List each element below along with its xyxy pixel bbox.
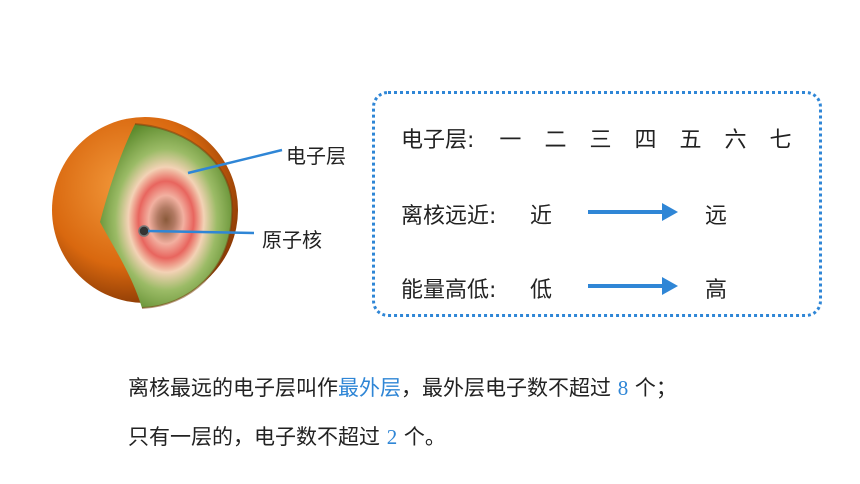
shell-label: 电子层 [286, 144, 346, 168]
text-line-1: 离核最远的电子层叫作最外层，最外层电子数不超过 8 个； [128, 372, 677, 402]
highlight-outermost: 最外层 [338, 376, 401, 400]
distance-arrow [588, 203, 678, 221]
nucleus-pointer-line [147, 229, 255, 235]
text-1c: 个； [634, 376, 677, 400]
shell-3: 三 [589, 128, 612, 153]
distance-row-label: 离核远近: [401, 204, 497, 229]
energy-arrow [588, 277, 678, 295]
shell-list: 一 二 三 四 五 六 七 [499, 128, 807, 153]
shell-7: 七 [769, 128, 792, 153]
energy-row-label: 能量高低: [401, 278, 497, 303]
shell-4: 四 [634, 128, 657, 153]
text-1a: 离核最远的电子层叫作 [128, 376, 338, 400]
energy-high: 高 [705, 278, 728, 303]
max-single-number: 2 [386, 425, 398, 449]
distance-far: 远 [705, 204, 728, 229]
atom-diagram [52, 117, 283, 309]
text-2c: 个。 [403, 425, 446, 449]
energy-low: 低 [530, 278, 553, 303]
shell-2: 二 [544, 128, 567, 153]
text-line-2: 只有一层的，电子数不超过 2 个。 [128, 421, 446, 451]
shell-6: 六 [724, 128, 747, 153]
shell-pointer-line [187, 148, 283, 175]
shell-1: 一 [499, 128, 522, 153]
distance-near: 近 [530, 204, 553, 229]
max-outer-number: 8 [617, 376, 629, 400]
nucleus-dot [138, 225, 150, 237]
shell-5: 五 [679, 128, 702, 153]
nucleus-label: 原子核 [262, 228, 322, 252]
info-box: 电子层: 一 二 三 四 五 六 七 离核远近: 近 远 能量高低: 低 高 [372, 91, 822, 317]
shell-row: 电子层: 一 二 三 四 五 六 七 [401, 122, 808, 154]
shell-row-label: 电子层: [401, 128, 475, 153]
text-2a: 只有一层的，电子数不超过 [128, 425, 380, 449]
atom-sphere [52, 117, 238, 309]
text-1b: ，最外层电子数不超过 [401, 376, 611, 400]
